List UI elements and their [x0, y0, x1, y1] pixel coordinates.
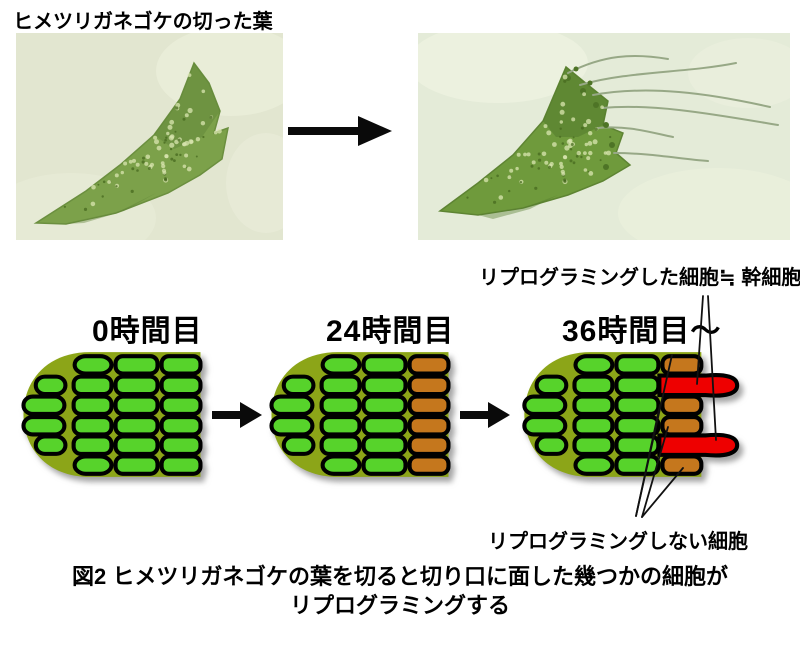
- leaf-cell: [534, 434, 569, 456]
- leaf-diagram-0h: [21, 352, 203, 477]
- leaf-cell: [21, 394, 67, 417]
- leaf-cell: [572, 414, 615, 437]
- leaf-cell: [614, 414, 661, 437]
- figure-title: ヒメツリガネゴケの切った葉: [13, 11, 273, 33]
- arrow-right-photos: [288, 116, 392, 146]
- leaf-cell: [159, 434, 203, 456]
- leaf-cell: [572, 374, 615, 397]
- leaf-cell: [614, 434, 661, 456]
- leaf-cell: [572, 394, 615, 417]
- photo-cut-leaf-after: [408, 23, 800, 258]
- protonema-filaments: [567, 55, 779, 162]
- leaf-cell: [72, 354, 114, 376]
- arrow-right-stage-2: [460, 402, 510, 428]
- leaf-cell: [159, 374, 203, 397]
- leaf-cell: [319, 434, 362, 456]
- leaf-cell: [113, 454, 160, 476]
- cut-edge-cell: [660, 454, 704, 476]
- leaf-cell: [320, 354, 362, 376]
- leaf-cell: [361, 394, 408, 417]
- leaf-cell: [573, 454, 615, 476]
- time-label-0h: 0時間目: [92, 315, 203, 348]
- leaf-cell: [113, 414, 160, 437]
- label-reprogrammed-cells: リプログラミングした細胞≒ 幹細胞: [479, 267, 800, 289]
- leaf-cell: [159, 354, 203, 376]
- photo-after-illustration: [408, 23, 800, 258]
- leaf-cell: [522, 414, 568, 437]
- leaf-cell: [281, 374, 316, 397]
- leaf-cell: [21, 414, 67, 437]
- leaf-cell: [361, 354, 408, 376]
- leaf-cell: [113, 434, 160, 456]
- leaf-cell: [113, 354, 160, 376]
- leaf-cell: [572, 434, 615, 456]
- leaf-cell: [72, 454, 114, 476]
- cut-edge-cell: [407, 394, 451, 417]
- leaf-cell: [71, 414, 114, 437]
- leaf-cell: [159, 414, 203, 437]
- leaf-cell: [361, 434, 408, 456]
- leaf-cell: [361, 414, 408, 437]
- leaf-cell: [614, 454, 661, 476]
- leaf-cell: [573, 354, 615, 376]
- cut-edge-cell: [407, 374, 451, 397]
- leaf-diagram-36h: [522, 352, 740, 477]
- leaf-cell: [614, 374, 661, 397]
- leaf-cell: [522, 394, 568, 417]
- leaf-cell: [33, 374, 68, 397]
- leaf-cell: [269, 414, 315, 437]
- leaf-cell: [319, 394, 362, 417]
- time-label-24h: 24時間目: [326, 315, 455, 348]
- leaf-cell: [614, 354, 661, 376]
- stem-cell: [657, 432, 740, 458]
- time-label-36h: 36時間目〜: [562, 315, 722, 348]
- caption-line-2: リプログラミングする: [289, 593, 510, 619]
- cut-edge-cell: [660, 354, 704, 376]
- photo-before-illustration: [0, 26, 306, 263]
- leaf-cell: [71, 434, 114, 456]
- figure-caption: 図2 ヒメツリガネゴケの葉を切ると切り口に面した幾つかの細胞が リプログラミング…: [0, 562, 800, 620]
- leaf-cell: [71, 394, 114, 417]
- leaf-cell: [319, 374, 362, 397]
- leaf-cell: [159, 454, 203, 476]
- leaf-cell: [319, 414, 362, 437]
- leaf-cell: [534, 374, 569, 397]
- leaf-cell: [113, 374, 160, 397]
- leaf-cell: [71, 374, 114, 397]
- cut-edge-cell: [660, 414, 704, 437]
- leaf-cell: [614, 394, 661, 417]
- cut-edge-cell: [407, 434, 451, 456]
- cut-edge-cell: [407, 414, 451, 437]
- leaf-cell: [281, 434, 316, 456]
- cut-edge-cell: [660, 394, 704, 417]
- leaf-cell: [269, 394, 315, 417]
- cut-edge-cell: [407, 354, 451, 376]
- cut-edge-cell: [407, 454, 451, 476]
- stem-cell: [657, 373, 740, 398]
- leaf-cell: [33, 434, 68, 456]
- leaf-cell: [159, 394, 203, 417]
- arrow-right-stage-1: [212, 402, 262, 428]
- leaf-cell: [361, 374, 408, 397]
- leaf-diagram-24h: [269, 352, 451, 477]
- leaf-cell: [320, 454, 362, 476]
- leaf-cell: [113, 394, 160, 417]
- leaf-cell: [361, 454, 408, 476]
- caption-line-1: 図2 ヒメツリガネゴケの葉を切ると切り口に面した幾つかの細胞が: [72, 564, 728, 589]
- label-not-reprogrammed-cells: リプログラミングしない細胞: [488, 531, 748, 553]
- photo-cut-leaf-before: [0, 26, 306, 263]
